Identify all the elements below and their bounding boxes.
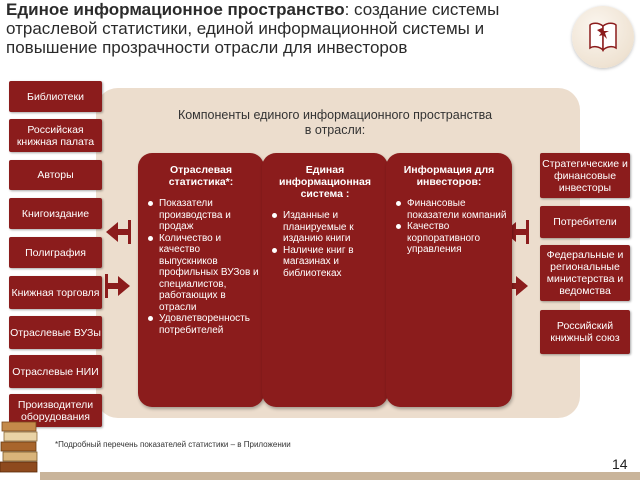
column-unified-info-system: Единая информационная система : Изданные… [262,153,388,407]
title-bold: Единое информационное пространство [6,0,345,19]
bullet-item: Количество и качество выпускников профил… [148,232,259,313]
bullet-item: Изданные и планируемые к изданию книги [272,210,384,245]
left-item-publishing[interactable]: Книгоиздание [9,198,102,229]
right-item-investors[interactable]: Стратегические и финансовые инвесторы [540,153,630,198]
bullet-item: Финансовые показатели компаний [396,198,507,221]
column-bullets: Показатели производства и продаж Количес… [145,198,260,336]
left-item-book-chamber[interactable]: Российская книжная палата [9,119,102,152]
bottom-decor-bar [40,472,640,480]
left-item-printing[interactable]: Полиграфия [9,237,102,268]
bullet-item: Наличие книг в магазинах и библиотеках [272,245,384,280]
right-item-book-union[interactable]: Российский книжный союз [540,310,630,354]
column-bullets: Изданные и планируемые к изданию книги Н… [269,210,384,279]
column-bullets: Финансовые показатели компаний Качество … [393,198,508,256]
page-number: 14 [612,456,628,472]
left-item-authors[interactable]: Авторы [9,160,102,190]
books-stack-icon [0,421,38,473]
column-title: Единая информационная система : [279,164,371,200]
left-item-research-institutes[interactable]: Отраслевые НИИ [9,355,102,388]
footnote: *Подробный перечень показателей статисти… [55,440,291,449]
column-title: Отраслевая статистика*: [168,164,234,188]
arrow-right-icon [105,274,130,298]
bullet-item: Показатели производства и продаж [148,198,260,233]
column-investor-info: Информация для инвесторов: Финансовые по… [386,153,512,407]
page-title: Единое информационное пространство: созд… [6,0,566,57]
column-industry-statistics: Отраслевая статистика*: Показатели произ… [138,153,264,407]
left-item-libraries[interactable]: Библиотеки [9,81,102,112]
panel-heading: Компоненты единого информационного прост… [177,108,493,137]
arrow-left-icon [504,220,529,244]
right-item-ministries[interactable]: Федеральные и региональные министерства … [540,245,630,301]
emblem-logo [572,6,634,68]
arrow-left-icon [106,220,131,244]
left-item-book-trade[interactable]: Книжная торговля [9,276,102,309]
column-title: Информация для инвесторов: [403,164,495,188]
left-item-universities[interactable]: Отраслевые ВУЗы [9,316,102,349]
book-emblem-icon [589,22,617,52]
bullet-item: Качество корпоративного управления [396,221,508,256]
left-item-equipment-makers[interactable]: Производители оборудования [9,394,102,427]
bullet-item: Удовлетворенность потребителей [148,313,260,336]
title-rest: : создание системы отраслевой статистики… [6,0,500,57]
right-item-consumers[interactable]: Потребители [540,206,630,238]
